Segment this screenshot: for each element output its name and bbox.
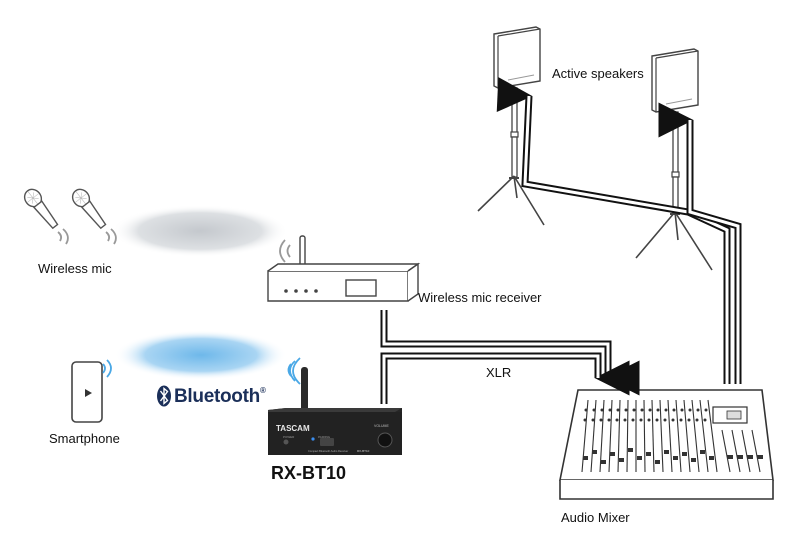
- device-volume-label: VOLUME: [374, 424, 389, 428]
- smartphone-label: Smartphone: [49, 431, 120, 446]
- xlr-cable-speaker-right: [658, 102, 742, 384]
- wireless-mic-icon: [71, 188, 117, 245]
- rx-bt10-label: RX-BT10: [271, 463, 347, 483]
- wireless-mic-receiver-label: Wireless mic receiver: [418, 290, 542, 305]
- wireless-mic-receiver-icon: [267, 235, 421, 302]
- audio-mixer-icon: [559, 389, 774, 500]
- xlr-label: XLR: [486, 365, 512, 380]
- wireless-signal-cloud: [112, 205, 288, 257]
- rx-bt10-device: TASCAM VOLUME POWER PAIRING Compact Blue…: [268, 357, 402, 455]
- device-pairing-label: PAIRING: [318, 435, 331, 439]
- active-speaker-icon: [477, 26, 545, 226]
- wireless-mic-icon: [23, 188, 69, 245]
- device-brand-text: TASCAM: [276, 424, 310, 433]
- active-speakers-label: Active speakers: [552, 66, 644, 81]
- wireless-mic-label: Wireless mic: [38, 261, 112, 276]
- device-power-label: POWER: [283, 435, 295, 439]
- active-speaker-icon: [635, 48, 713, 271]
- device-model-text: RX-BT10: [357, 449, 370, 453]
- device-subtitle-text: Compact Bluetooth Audio Receiver: [308, 449, 348, 453]
- bluetooth-registered-mark: ®: [259, 386, 266, 395]
- smartphone-icon: [71, 359, 112, 423]
- xlr-cable-rx-bt10: [380, 352, 630, 404]
- bluetooth-wordmark-text: Bluetooth: [174, 386, 260, 407]
- audio-mixer-label: Audio Mixer: [561, 510, 630, 525]
- bluetooth-rune-icon: [157, 385, 171, 407]
- bluetooth-wordmark: Bluetooth®: [174, 386, 266, 408]
- bluetooth-signal-cloud: [115, 330, 287, 380]
